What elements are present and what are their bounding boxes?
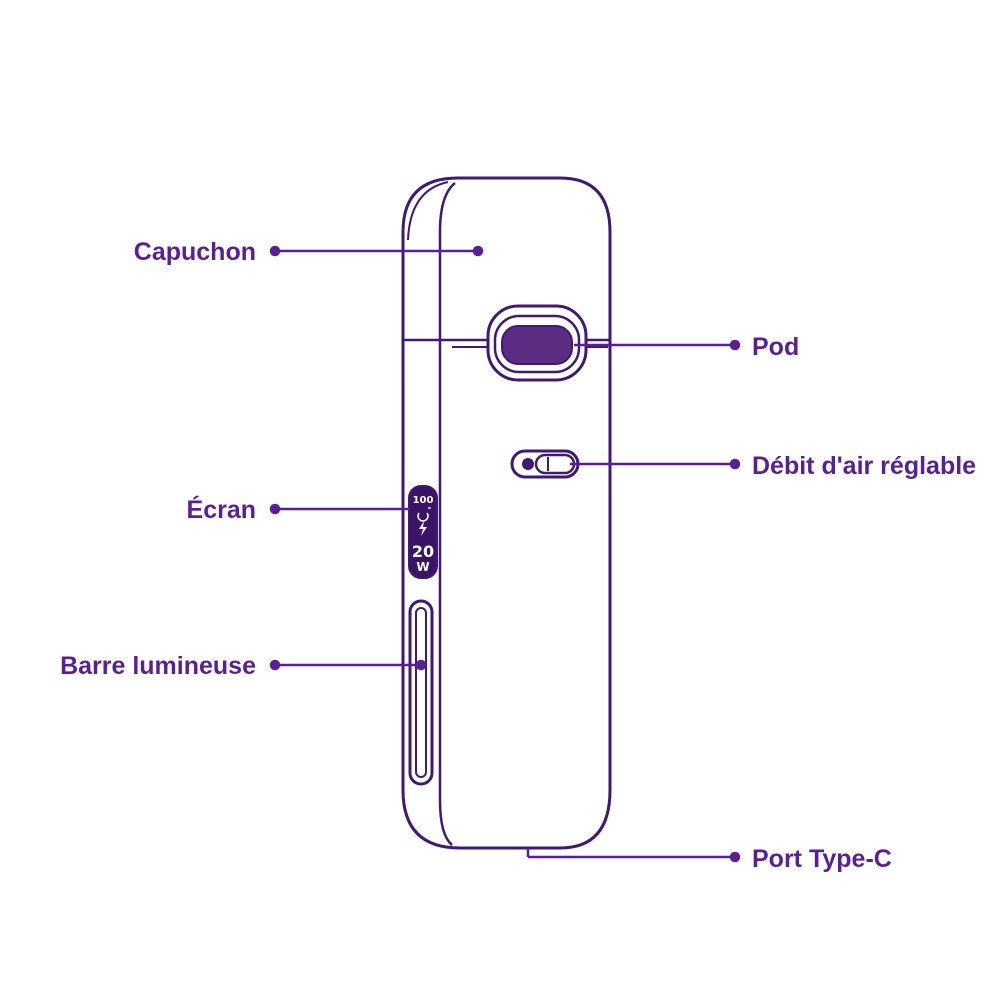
side-panel-edge	[438, 182, 456, 846]
label-pod: Pod	[752, 333, 799, 361]
label-light-bar: Barre lumineuse	[60, 652, 256, 680]
lightning-icon	[419, 521, 427, 536]
airflow-knob	[534, 453, 576, 475]
pod-liquid	[501, 325, 573, 365]
battery-icon	[417, 507, 431, 522]
screen-display: 100 20 W	[408, 485, 438, 579]
leader-dot-light-bar-right	[415, 659, 427, 671]
leader-dot-port	[729, 851, 741, 863]
device-outer-shell	[401, 176, 612, 850]
side-panel-inner-curve	[407, 181, 449, 241]
airflow-hole-left	[522, 458, 534, 470]
device-body	[401, 176, 612, 850]
leader-dot-screen	[269, 503, 281, 515]
leader-dot-pod	[729, 339, 741, 351]
light-bar	[408, 599, 434, 786]
leader-dot-airflow	[729, 458, 741, 470]
label-airflow: Débit d'air réglable	[752, 452, 976, 480]
screen-power-value: 20	[412, 542, 434, 561]
label-screen: Écran	[187, 495, 256, 524]
screen-power-unit: W	[416, 560, 429, 574]
label-port: Port Type-C	[752, 845, 892, 873]
label-cap: Capuchon	[134, 238, 256, 266]
leader-dot-cap-left	[269, 245, 281, 257]
airflow-slider	[510, 449, 580, 479]
leader-dot-cap-right	[472, 245, 484, 257]
screen-battery-value: 100	[413, 495, 434, 506]
pod-window	[486, 304, 588, 382]
light-bar-inner	[415, 607, 427, 778]
labels: Capuchon Pod Débit d'air réglable Écran …	[60, 238, 976, 873]
leader-dot-light-bar-left	[269, 659, 281, 671]
leader-lines	[269, 245, 741, 863]
